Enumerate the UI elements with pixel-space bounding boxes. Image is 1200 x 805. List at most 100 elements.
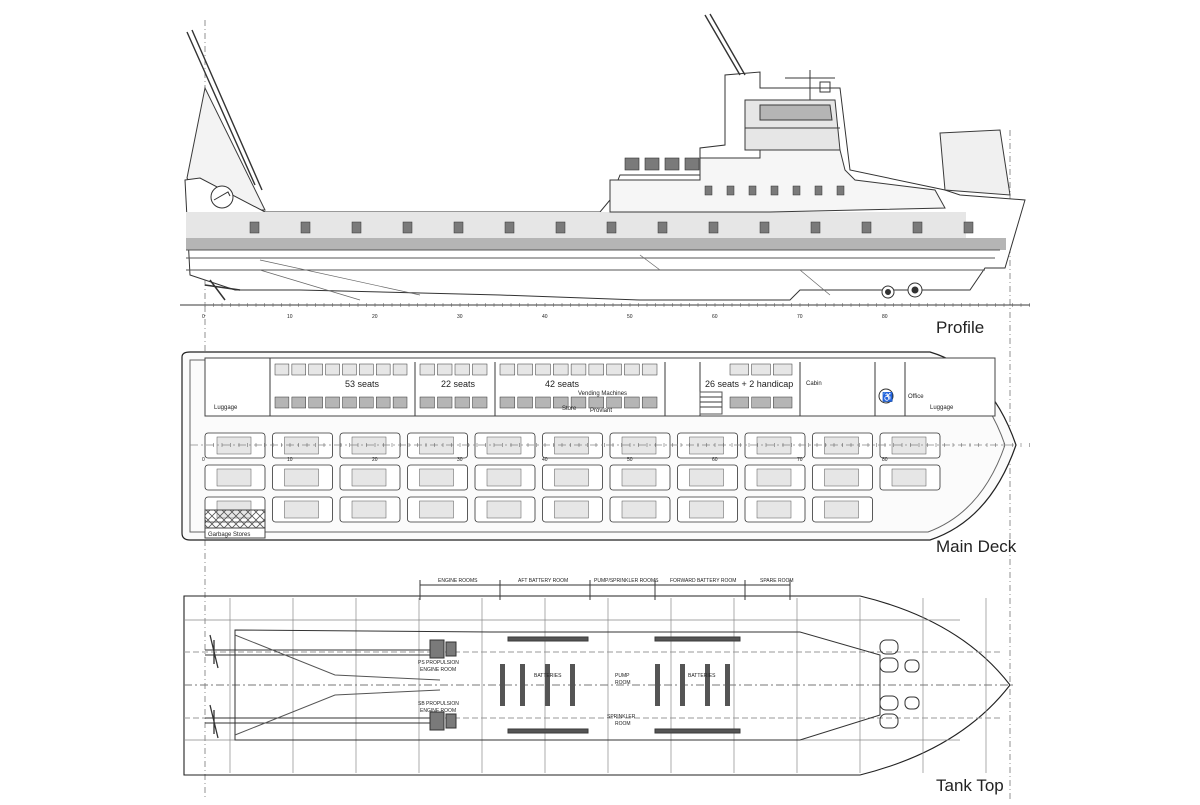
frame-number: 50: [627, 314, 633, 320]
seat-group: [419, 396, 435, 409]
frame-number: 80: [882, 457, 888, 463]
seat-group: [419, 363, 435, 376]
seat-group: [535, 396, 551, 409]
car-roof: [351, 468, 387, 487]
seat-group: [641, 396, 658, 409]
porthole-window: [606, 221, 617, 234]
car-roof: [486, 500, 522, 519]
room-office: Office: [908, 394, 924, 400]
frame-number: 70: [797, 457, 803, 463]
room-vending: Vending Machines: [578, 391, 627, 397]
room-store: Store: [562, 406, 577, 412]
porthole-window: [912, 221, 923, 234]
car-roof: [351, 500, 387, 519]
inner-bottom-boundary: [234, 629, 881, 741]
car-roof: [621, 468, 657, 487]
car-roof: [284, 500, 319, 519]
upper-window: [748, 185, 757, 196]
seat-group: [376, 396, 391, 409]
upper-window: [814, 185, 823, 196]
upper-window: [704, 185, 713, 196]
car-roof: [419, 500, 454, 519]
life-rafts: [624, 157, 700, 171]
seat-group: [570, 363, 587, 376]
car-roof: [824, 468, 859, 487]
battery-rack: [570, 664, 575, 706]
upper-window: [770, 185, 779, 196]
seat-group: [729, 363, 749, 376]
compartment-forward-battery: FORWARD BATTERY ROOM: [670, 578, 736, 584]
seat-group: [472, 363, 488, 376]
hull-band-lower: [186, 238, 1006, 250]
seat-group: [342, 396, 357, 409]
car-roof: [216, 436, 252, 455]
frame-number: 50: [627, 457, 633, 463]
car-roof: [689, 468, 724, 487]
car-roof: [419, 468, 454, 487]
seat-group: [606, 363, 622, 376]
car-roof: [419, 436, 454, 455]
porthole-window: [657, 221, 668, 234]
bow-thruster-units: [879, 639, 920, 729]
tank-top-hull: [183, 595, 1011, 776]
svg-text:♿: ♿: [882, 391, 893, 402]
compartment-spare: SPARE ROOM: [760, 578, 794, 584]
compartment-pump-sprinkler: PUMP/SPRINKLER ROOMS: [594, 578, 659, 584]
seat-group: [308, 363, 323, 376]
upper-window: [836, 185, 845, 196]
frame-number: 10: [287, 314, 293, 320]
seating-label-4: 26 seats + 2 handicap: [705, 379, 793, 389]
room-luggage-aft: Luggage: [214, 405, 238, 411]
seat-group: [359, 363, 374, 376]
room-batteries-fwd: BATTERIES: [688, 673, 716, 679]
profile-title: Profile: [936, 318, 984, 337]
room-proviant: Proviant: [590, 408, 612, 414]
seat-group: [588, 396, 604, 409]
car-roof: [554, 436, 589, 455]
battery-racks: [500, 636, 741, 734]
battery-rack: [680, 664, 685, 706]
battery-rack: [520, 664, 525, 706]
car-roof: [554, 468, 589, 487]
car-roof: [486, 468, 522, 487]
frame-number: 0: [202, 314, 205, 320]
sb-shaft: [205, 717, 440, 724]
battery-rack: [654, 636, 741, 642]
frame-number: 40: [542, 457, 548, 463]
seat-group: [624, 363, 640, 376]
bow-thrusters: [881, 282, 923, 299]
room-luggage-fwd: Luggage: [930, 405, 954, 411]
room-ps-engine: ENGINE ROOM: [420, 667, 456, 673]
seat-group: [517, 396, 533, 409]
seat-group: [308, 396, 323, 409]
seat-rows: [274, 363, 793, 409]
upper-superstructure: [609, 149, 946, 213]
seat-group: [291, 396, 306, 409]
seat-group: [517, 363, 533, 376]
frame-number: 0: [202, 457, 205, 463]
seat-group: [535, 363, 551, 376]
seat-group: [325, 396, 340, 409]
upper-window: [726, 185, 735, 196]
battery-rack: [507, 636, 589, 642]
wheelhouse-windows: [759, 104, 833, 121]
main-deck-labels: 53 seats 22 seats 42 seats 26 seats + 2 …: [208, 379, 954, 538]
logo-icon: [210, 185, 234, 209]
car-roof: [756, 436, 792, 455]
seat-group: [454, 363, 470, 376]
room-pump-1: PUMP: [615, 673, 630, 679]
car-roof: [284, 468, 319, 487]
compartment-engine-rooms: ENGINE ROOMS: [438, 578, 478, 584]
seat-group: [773, 396, 793, 409]
tank-top-view: [183, 580, 1015, 776]
frame-number: 40: [542, 314, 548, 320]
seat-group: [454, 396, 470, 409]
seat-group: [376, 363, 391, 376]
seat-group: [499, 363, 516, 376]
seating-label-2: 22 seats: [441, 379, 476, 389]
main-deck-title: Main Deck: [936, 537, 1017, 556]
frame-number: 20: [372, 457, 378, 463]
seat-group: [588, 363, 604, 376]
